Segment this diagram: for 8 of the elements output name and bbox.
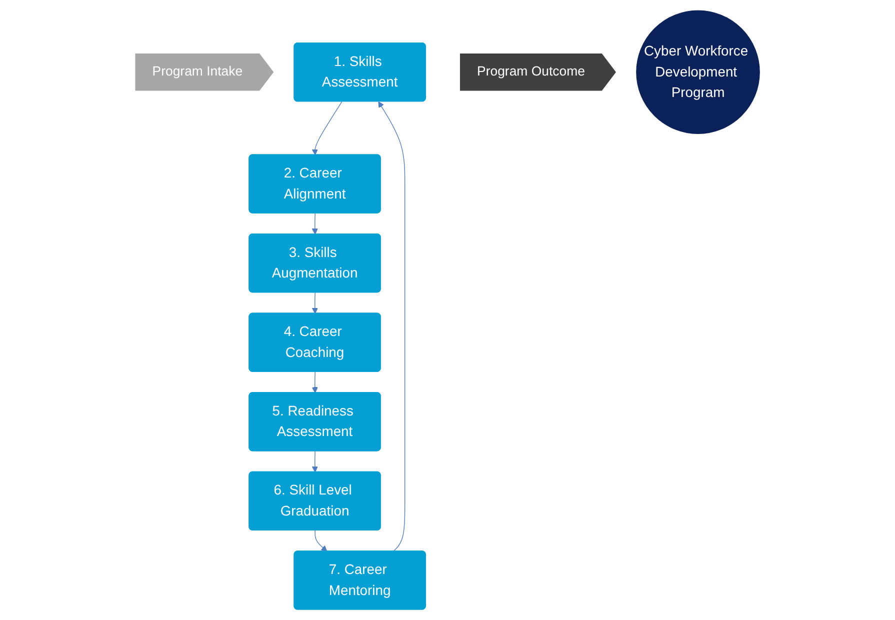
arrow bbox=[378, 101, 406, 552]
arrow bbox=[312, 292, 318, 314]
arrow bbox=[312, 372, 318, 394]
arrow bbox=[312, 101, 342, 156]
arrow bbox=[312, 450, 318, 472]
node-circle: Cyber Workforce Development Program bbox=[636, 10, 760, 134]
arrow bbox=[314, 530, 328, 552]
arrow bbox=[312, 212, 318, 234]
